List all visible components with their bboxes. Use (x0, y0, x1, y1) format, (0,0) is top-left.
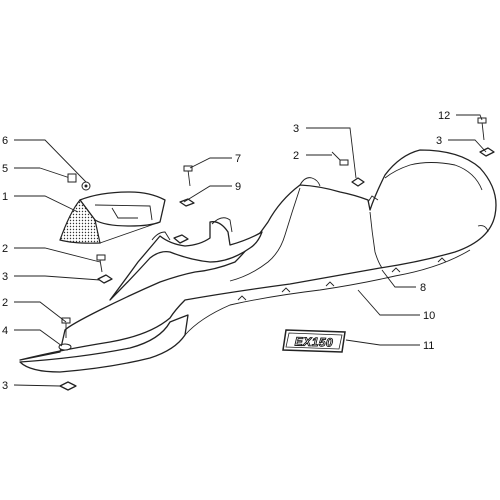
callout-6: 6 (2, 135, 8, 147)
callout-8: 8 (420, 282, 426, 294)
callout-11: 11 (423, 340, 434, 352)
callout-3: 3 (293, 123, 299, 135)
callout-3: 3 (436, 135, 442, 147)
callout-4: 4 (2, 325, 8, 337)
callout-2: 2 (2, 297, 8, 309)
callout-3: 3 (2, 271, 8, 283)
callout-3: 3 (2, 380, 8, 392)
ex150-badge: EX150 (282, 329, 346, 353)
callout-12: 12 (438, 110, 450, 122)
callout-7: 7 (235, 153, 241, 165)
callout-1: 1 (2, 191, 8, 203)
callout-5: 5 (2, 163, 8, 175)
callout-10: 10 (423, 310, 435, 322)
callout-numbers: 6 5 1 2 3 2 4 3 7 9 3 2 12 3 8 10 11 (2, 110, 450, 392)
floor-panel (19, 149, 497, 373)
callout-9: 9 (235, 181, 241, 193)
badge-label: EX150 (294, 334, 333, 349)
glove-box-tray (59, 191, 166, 244)
leader-lines (13, 114, 487, 387)
callout-2: 2 (2, 243, 8, 255)
callout-2: 2 (293, 150, 299, 162)
